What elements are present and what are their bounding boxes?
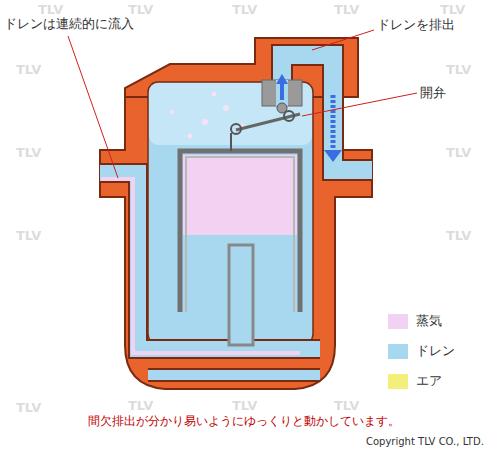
bucket-hanger <box>230 133 232 151</box>
watermark: TLV <box>232 398 257 414</box>
watermark: TLV <box>128 2 153 18</box>
lower-passage-wall <box>148 368 320 382</box>
caption: 間欠排出が分かり易いようにゆっくりと動かしています。 <box>88 414 400 428</box>
outlet-passage-wall <box>282 55 372 170</box>
callout-label: ドレンを排出 <box>377 17 455 33</box>
watermark: TLV <box>16 145 41 161</box>
lower-passage <box>148 370 320 380</box>
bucket-steam <box>183 155 297 235</box>
legend-swatch <box>388 374 408 389</box>
watermark: TLV <box>440 2 465 18</box>
leader-line <box>312 30 374 50</box>
watermark: TLV <box>334 398 359 414</box>
leader-line <box>68 36 118 178</box>
flow-arrow-down-head <box>324 150 342 162</box>
lever-pivot <box>284 111 294 121</box>
bucket-wall <box>180 151 300 312</box>
legend-text: エア <box>416 373 442 389</box>
steam-bubble <box>202 119 208 125</box>
watermark: TLV <box>16 400 41 416</box>
watermark: TLV <box>16 62 41 78</box>
callout-label: 開弁 <box>420 85 446 101</box>
steam-bubble <box>170 110 174 114</box>
watermark: TLV <box>232 2 257 18</box>
riser-tube <box>229 245 253 345</box>
watermark: TLV <box>128 398 153 414</box>
legend-text: ドレン <box>416 343 455 359</box>
copyright-note: Copyright TLV CO., LTD. <box>366 436 484 448</box>
flow-arrow-up <box>276 74 288 100</box>
steam-bubble <box>188 134 193 139</box>
steam-bubble <box>223 105 229 111</box>
watermark: TLV <box>446 62 471 78</box>
callout-label: ドレンは連続的に流入 <box>4 16 134 32</box>
lever-hook <box>231 124 241 134</box>
watermark: TLV <box>446 228 471 244</box>
watermark: TLV <box>16 228 41 244</box>
legend-swatch <box>388 344 408 359</box>
watermark: TLV <box>334 2 359 18</box>
flow-arrow-down <box>331 95 336 150</box>
legend-swatch <box>388 314 408 329</box>
bucket-inner-wall <box>186 157 294 312</box>
valve-lever <box>236 114 300 130</box>
steam-bubble <box>212 92 217 97</box>
outlet-passage <box>282 55 372 170</box>
watermark: TLV <box>446 145 471 161</box>
chamber-water <box>148 82 313 344</box>
leader-line <box>302 93 417 116</box>
watermark: TLV <box>38 2 63 18</box>
legend-text: 蒸気 <box>416 313 442 329</box>
